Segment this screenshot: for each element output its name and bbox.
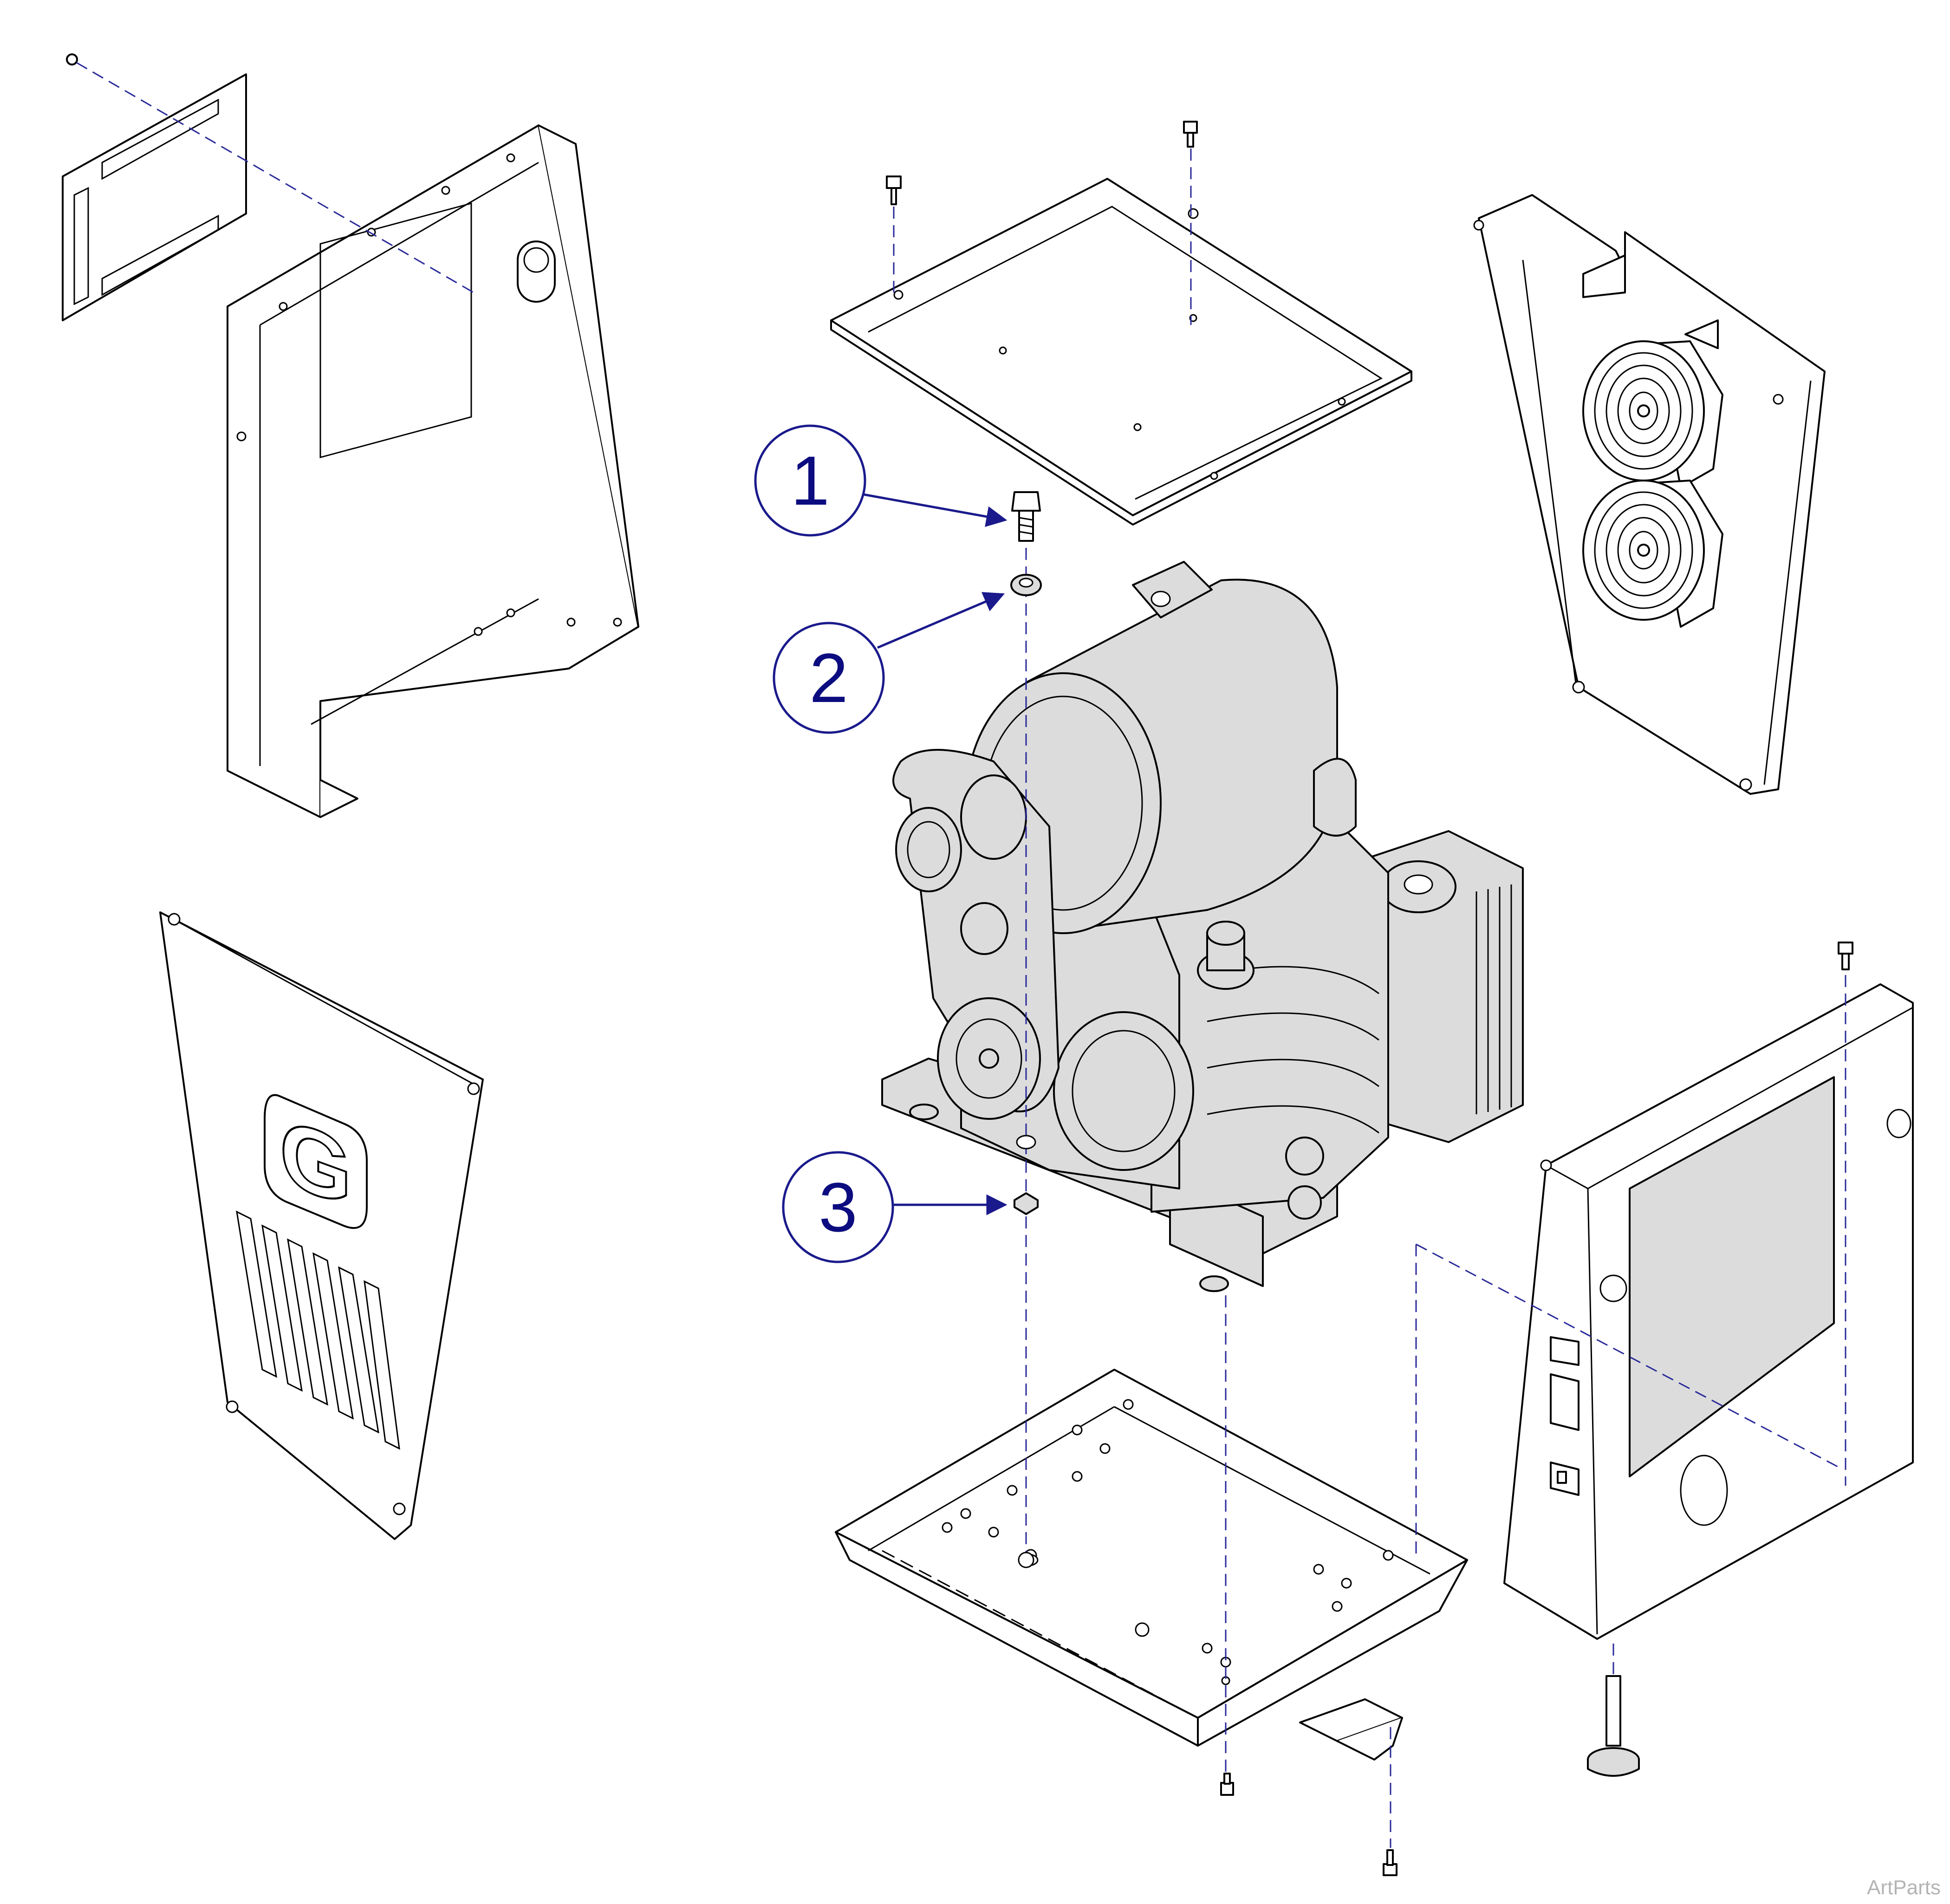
callout-1: 1 (754, 424, 1008, 537)
leveling-foot (1587, 1675, 1640, 1777)
access-cover-plate (62, 73, 247, 321)
top-screw-right (1183, 121, 1198, 148)
bottom-screw-right (1383, 1849, 1398, 1876)
bracket-plate (1299, 1698, 1403, 1761)
grommet-washer (1010, 574, 1042, 596)
rear-panel (227, 124, 639, 818)
top-cover (830, 178, 1412, 526)
base-plate (835, 1369, 1468, 1747)
callout-2-number: 2 (809, 639, 848, 717)
hex-nut (1014, 1192, 1039, 1215)
pump-assembly (881, 561, 1524, 1292)
bolt (1011, 491, 1041, 542)
vent-grille (236, 1210, 400, 1450)
mount-hole (1016, 1135, 1036, 1150)
watermark-text: ArtParts (1867, 1876, 1941, 1899)
base-mount-hole (1018, 1552, 1034, 1568)
callout-1-number: 1 (791, 442, 829, 520)
cooling-fan-lower (1582, 480, 1723, 628)
callout-3: 3 (782, 1151, 1008, 1263)
screw (66, 53, 78, 65)
top-screw-left (886, 175, 902, 205)
callout-3-number: 3 (819, 1168, 857, 1246)
side-panel-screw (1838, 942, 1853, 970)
callout-2: 2 (773, 592, 1005, 734)
bottom-screw-left (1220, 1773, 1234, 1796)
side-panel (1503, 983, 1914, 1640)
cooling-fan-upper (1582, 340, 1723, 488)
logo-emblem (264, 1094, 368, 1229)
front-panel (159, 911, 484, 1540)
